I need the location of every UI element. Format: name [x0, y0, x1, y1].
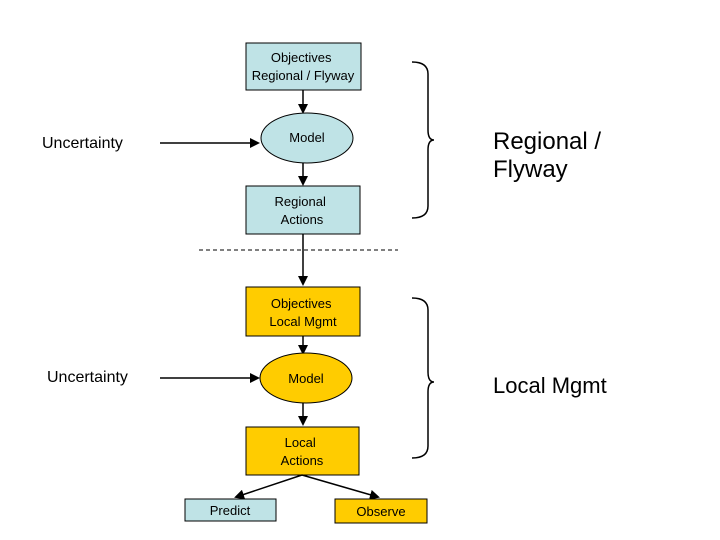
- local-bracket-label: Local Mgmt: [493, 373, 607, 398]
- regional-bracket-label-line1: Regional /: [493, 128, 601, 155]
- svg-text:Regional Actions: Regional Actions: [275, 194, 330, 227]
- local-uncertainty-label: Uncertainty: [47, 369, 128, 386]
- observe-box: [334, 498, 428, 524]
- local-bracket: [411, 297, 435, 459]
- local-model-label: Model: [288, 371, 324, 386]
- arrow-to-predict: [234, 474, 303, 500]
- regional-actions-box: [245, 185, 361, 235]
- regional-objectives-line2: Regional / Flyway: [252, 68, 355, 83]
- svg-text:Objectives Regional / Flyw: Objectives Regional / Flyway: [252, 50, 355, 83]
- svg-text:Local Actions: Local Actions: [281, 435, 324, 468]
- svg-text:Regional / Flyway: Regional / Flyway: [493, 128, 608, 183]
- regional-objectives-box: [245, 42, 362, 91]
- local-actions-line2: Actions: [281, 453, 324, 468]
- local-model-ellipse: [259, 352, 353, 404]
- regional-model-ellipse: [260, 112, 354, 164]
- arrow-to-observe: [301, 474, 380, 500]
- predict-label: Predict: [210, 503, 251, 518]
- regional-bracket-label-line2: Flyway: [493, 156, 568, 183]
- local-objectives-line2: Local Mgmt: [269, 314, 337, 329]
- local-objectives-box: [245, 286, 361, 337]
- regional-actions-line1: Regional: [275, 194, 326, 209]
- regional-model-label: Model: [289, 130, 325, 145]
- regional-actions-line2: Actions: [281, 212, 324, 227]
- observe-label: Observe: [356, 504, 405, 519]
- svg-text:Objectives Local Mgmt: Objectives Local Mgmt: [269, 296, 337, 329]
- regional-bracket: [411, 61, 435, 219]
- local-objectives-line1: Objectives: [271, 296, 332, 311]
- regional-uncertainty-label: Uncertainty: [42, 135, 123, 152]
- regional-objectives-line1: Objectives: [271, 50, 332, 65]
- local-actions-line1: Local: [285, 435, 316, 450]
- local-actions-box: [245, 426, 360, 476]
- predict-box: [184, 498, 277, 522]
